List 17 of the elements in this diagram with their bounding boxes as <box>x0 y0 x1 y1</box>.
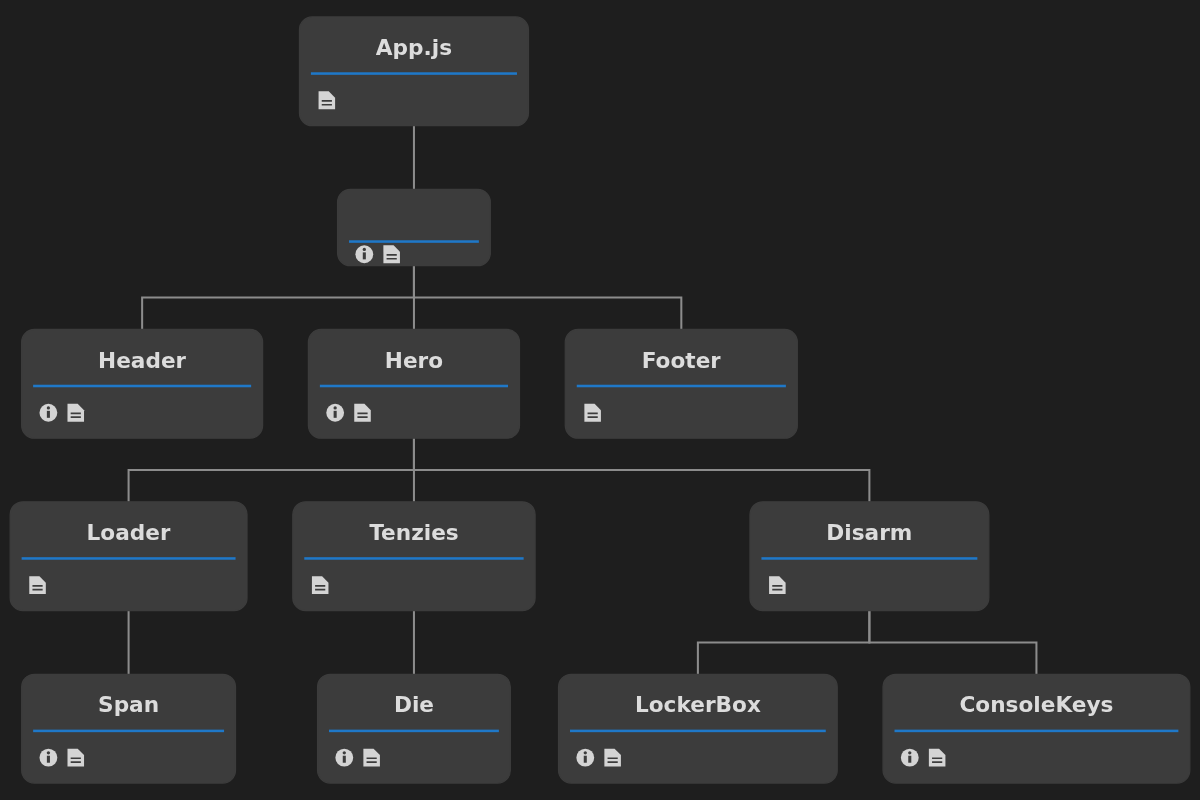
connector <box>412 265 683 330</box>
node-box: Die <box>316 673 511 784</box>
node-box: LockerBox <box>557 673 838 784</box>
connector <box>412 125 415 190</box>
connector <box>127 610 130 675</box>
connector <box>868 610 1038 675</box>
node-box: Hero <box>307 328 521 439</box>
node-box: Tenzies <box>292 501 536 612</box>
node-box: Footer <box>564 328 798 439</box>
node-box: ConsoleKeys <box>882 673 1191 784</box>
node-box: Disarm <box>749 501 990 612</box>
connector <box>412 438 871 502</box>
node-box: App.js <box>298 16 530 127</box>
connector <box>412 610 415 675</box>
node-box: Loader <box>9 501 248 612</box>
node-box: Span <box>21 673 237 784</box>
node-box: Header <box>21 328 264 439</box>
